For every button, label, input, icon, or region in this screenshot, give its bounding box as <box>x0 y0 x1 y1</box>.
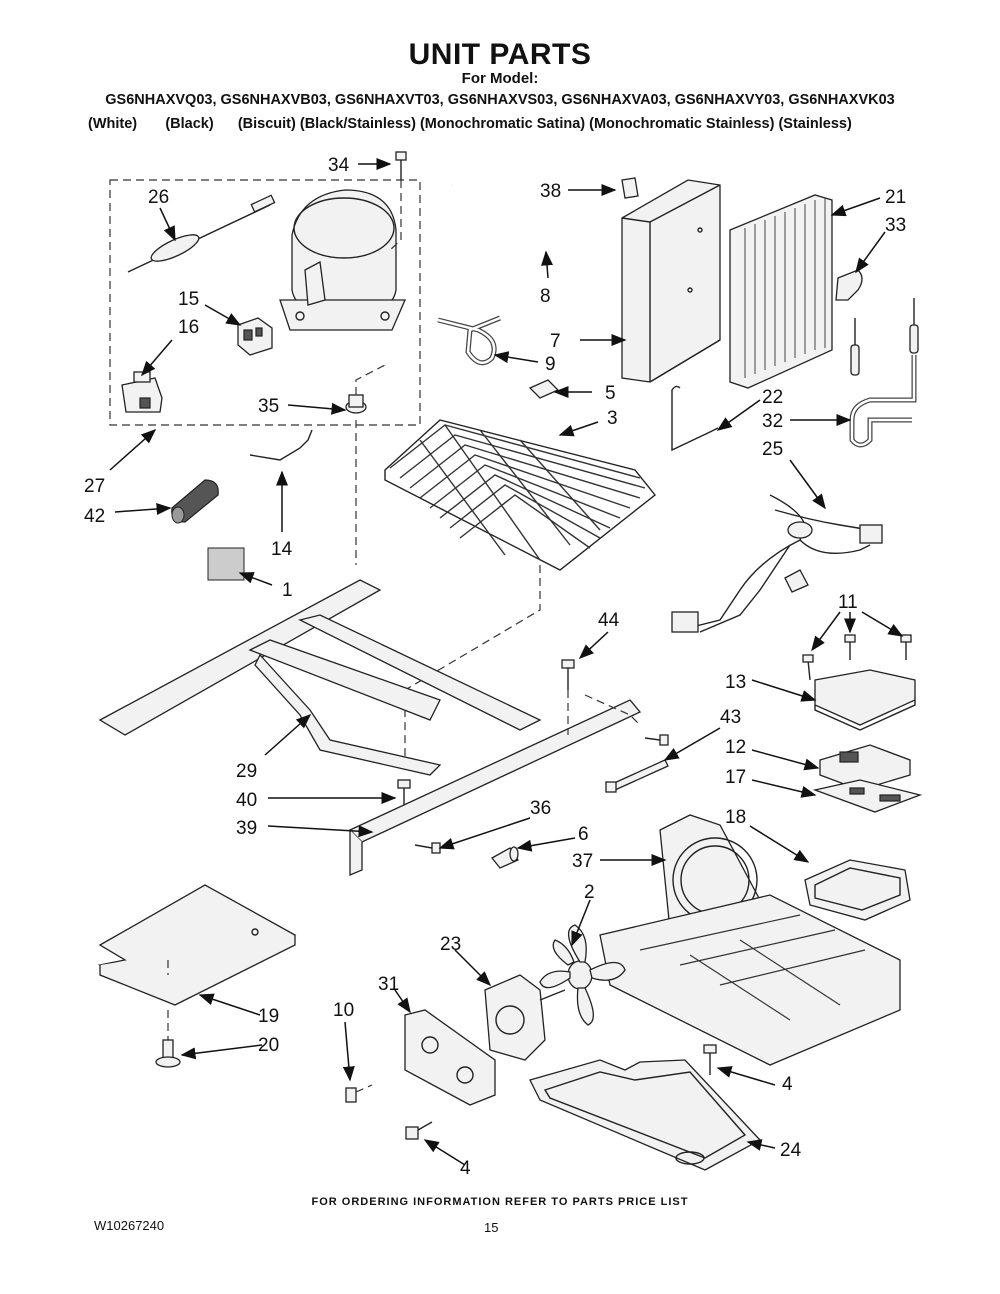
callout-2: 2 <box>584 882 595 903</box>
callout-43: 43 <box>720 707 741 728</box>
callout-36: 36 <box>530 798 551 819</box>
callout-32: 32 <box>762 411 783 432</box>
part-38-clip <box>621 177 639 199</box>
page-title: UNIT PARTS <box>408 38 592 71</box>
callout-15: 15 <box>178 289 199 310</box>
callout-40: 40 <box>236 790 257 811</box>
part-25-wire-harness <box>671 494 883 633</box>
callout-16: 16 <box>178 317 199 338</box>
part-1-pad <box>207 547 245 581</box>
part-14-wire <box>249 429 313 461</box>
callout-42: 42 <box>84 506 105 527</box>
part-13-control-cover <box>814 669 916 731</box>
compressor-assembly-box <box>109 179 421 426</box>
part-35-grommet <box>345 394 367 414</box>
callout-11: 11 <box>838 592 858 613</box>
document-id: W10267240 <box>94 1218 165 1233</box>
callout-27: 27 <box>84 476 105 497</box>
part-16-overload <box>121 371 163 413</box>
part-18-housing <box>804 859 911 921</box>
part-15-relay <box>237 317 273 356</box>
callout-14: 14 <box>271 539 293 560</box>
callout-26: 26 <box>148 187 169 208</box>
compressor <box>279 189 406 331</box>
callout-37: 37 <box>572 851 593 872</box>
part-34-screw <box>395 151 407 180</box>
callout-6: 6 <box>578 824 589 845</box>
part-21-condenser <box>729 194 833 389</box>
part-11-screws <box>802 634 912 681</box>
part-31-motor-bracket <box>404 1009 496 1106</box>
part-43-cable-tie <box>605 759 669 793</box>
part-33-bracket <box>835 269 863 301</box>
callout-39: 39 <box>236 818 257 839</box>
part-4-screw-lower <box>405 1121 433 1140</box>
callout-5: 5 <box>605 383 616 404</box>
model-color-list: (White) (Black) (Biscuit) (Black/Stainle… <box>88 116 852 132</box>
callout-18: 18 <box>725 807 746 828</box>
part-9-tube <box>437 315 501 366</box>
part-12-control-board <box>819 744 911 791</box>
part-40-screw <box>397 779 411 805</box>
callout-19: 19 <box>258 1006 279 1027</box>
part-42-tube <box>171 479 219 524</box>
model-list: GS6NHAXVQ03, GS6NHAXVB03, GS6NHAXVT03, G… <box>105 92 895 108</box>
part-10-screw <box>345 1084 373 1103</box>
part-32-dryer-tubing <box>849 298 919 448</box>
ordering-note: FOR ORDERING INFORMATION REFER TO PARTS … <box>311 1196 689 1208</box>
callout-38: 38 <box>540 181 561 202</box>
callout-23: 23 <box>440 934 461 955</box>
part-6-bushing <box>491 846 519 869</box>
part-44-screw <box>561 659 575 690</box>
part-5-clip <box>528 379 560 399</box>
callout-1: 1 <box>282 580 293 601</box>
callout-25: 25 <box>762 439 783 460</box>
part-22-wire <box>671 385 719 452</box>
base-pan <box>599 894 901 1066</box>
callout-34: 34 <box>328 155 350 176</box>
callout-7: 7 <box>550 331 561 352</box>
part-24-drain-pan <box>529 1059 762 1171</box>
part-8-tube <box>450 178 547 270</box>
callout-13: 13 <box>725 672 746 693</box>
callout-35: 35 <box>258 396 279 417</box>
callout-12: 12 <box>725 737 746 758</box>
part-39-rail <box>348 699 642 876</box>
part-29-base-frame <box>98 579 542 776</box>
part-36-screw <box>414 842 441 854</box>
page-number: 15 <box>484 1220 499 1235</box>
callout-4-upper: 4 <box>782 1074 793 1095</box>
callout-33: 33 <box>885 215 906 236</box>
callout-24: 24 <box>780 1140 802 1161</box>
part-7-panel <box>621 179 721 383</box>
rail-screw <box>644 734 669 746</box>
callout-20: 20 <box>258 1035 279 1056</box>
callout-44: 44 <box>598 610 620 631</box>
part-4-screw-upper <box>703 1044 717 1075</box>
callout-9: 9 <box>545 354 556 375</box>
callout-4-lower: 4 <box>460 1158 471 1179</box>
callout-8: 8 <box>540 286 551 307</box>
callout-22: 22 <box>762 387 783 408</box>
callout-31: 31 <box>378 974 399 995</box>
page-subtitle: For Model: <box>461 70 539 87</box>
part-17-board <box>812 779 923 813</box>
callout-3: 3 <box>607 408 618 429</box>
callout-17: 17 <box>725 767 746 788</box>
part-20-leveling-foot <box>155 1010 181 1068</box>
part-23-fan-motor <box>484 974 566 1061</box>
part-3-evaporator <box>384 419 656 571</box>
callout-10: 10 <box>333 1000 354 1021</box>
part-19-cover <box>97 884 297 1006</box>
callout-29: 29 <box>236 761 257 782</box>
callout-21: 21 <box>885 187 906 208</box>
